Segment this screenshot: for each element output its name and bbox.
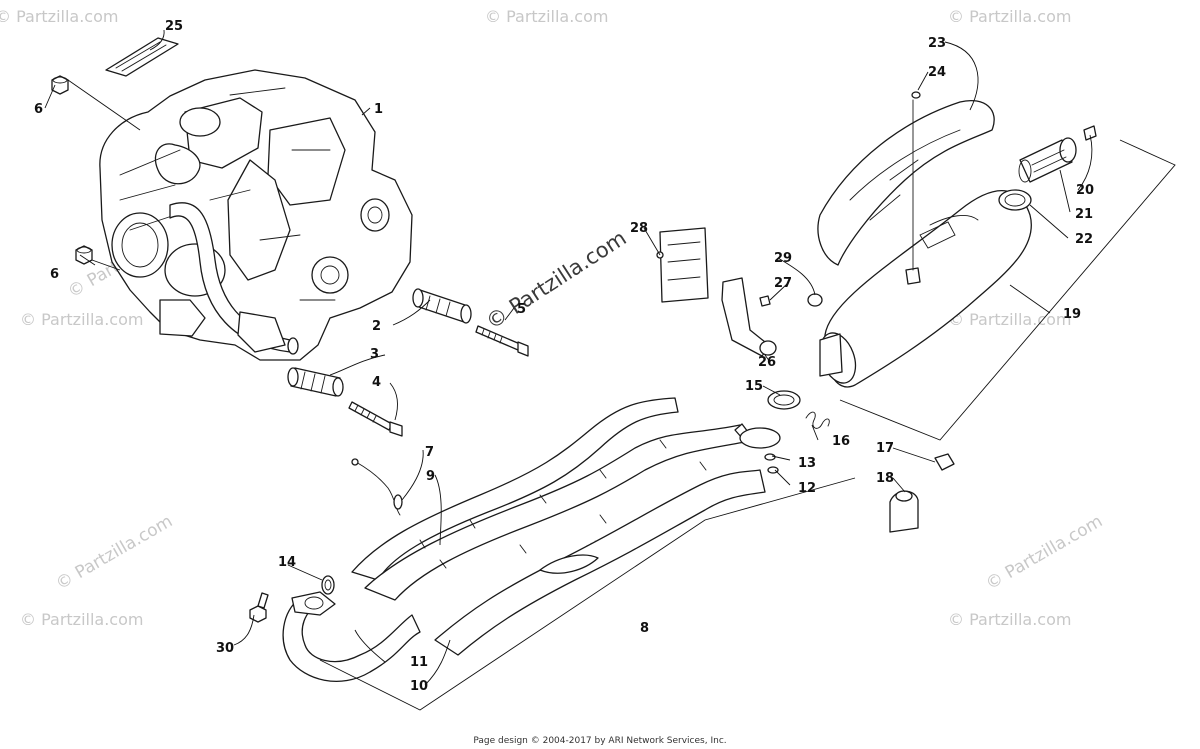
watermark-text: © Partzilla.com <box>20 610 143 629</box>
callout-label: 20 <box>1076 183 1094 198</box>
callout-label: 5 <box>517 302 526 317</box>
mounting-bracket-part <box>656 227 823 357</box>
callout-label: 13 <box>798 456 816 471</box>
callout-label: 10 <box>410 679 428 694</box>
callout-label: 14 <box>278 555 296 570</box>
bolt-part <box>348 325 529 437</box>
watermark-text: © Partzilla.com <box>948 610 1071 629</box>
gasket-part <box>321 575 335 595</box>
heat-shield-part <box>817 91 995 285</box>
grouping-lines <box>319 139 1176 711</box>
callout-label: 7 <box>425 445 434 460</box>
watermark-text: © Partzilla.com <box>983 511 1107 594</box>
page-footer: Page design © 2004-2017 by ARI Network S… <box>473 736 727 746</box>
callout-label: 2 <box>372 319 381 334</box>
watermark-text: © Partzilla.com <box>20 310 143 329</box>
decal-label-part <box>105 37 179 77</box>
callout-label: 12 <box>798 481 816 496</box>
watermark-text: © Partzilla.com <box>485 7 608 26</box>
callout-label: 25 <box>165 19 183 34</box>
header-pipe-assembly <box>282 397 766 682</box>
nut-part <box>51 75 93 265</box>
callout-label: 9 <box>426 469 435 484</box>
callout-label: 26 <box>758 355 776 370</box>
callout-label: 15 <box>745 379 763 394</box>
callout-label: 16 <box>832 434 850 449</box>
callout-label: 30 <box>216 641 234 656</box>
callout-label: 23 <box>928 36 946 51</box>
callout-label: 22 <box>1075 232 1093 247</box>
exhaust-sleeve-part <box>287 288 472 397</box>
callout-label: 6 <box>34 102 43 117</box>
callout-label: 27 <box>774 276 792 291</box>
watermark-text: © Partzilla.com <box>53 511 177 594</box>
muffler-assembly <box>819 125 1097 388</box>
callout-label: 28 <box>630 221 648 236</box>
callout-label: 4 <box>372 375 381 390</box>
callout-label: 8 <box>640 621 649 636</box>
mount-isolator-part <box>889 453 955 533</box>
callout-numbers: 1 2 3 4 5 6 6 7 8 9 10 11 12 13 14 15 16… <box>34 19 1094 694</box>
callout-label: 21 <box>1075 207 1093 222</box>
leader-lines <box>44 29 1093 686</box>
callout-label: 11 <box>410 655 428 670</box>
callout-label: 6 <box>50 267 59 282</box>
callout-label: 17 <box>876 441 894 456</box>
bolt-part <box>249 592 269 623</box>
watermark-center-text: © Partzilla.com <box>482 226 631 334</box>
watermark-text: © Partzilla.com <box>948 310 1071 329</box>
callout-label: 19 <box>1063 307 1081 322</box>
callout-label: 29 <box>774 251 792 266</box>
watermark-text: © Partzilla.com <box>948 7 1071 26</box>
callout-label: 18 <box>876 471 894 486</box>
callout-label: 1 <box>374 102 383 117</box>
callout-label: 24 <box>928 65 946 80</box>
callout-label: 3 <box>370 347 379 362</box>
engine-assembly <box>99 69 413 361</box>
watermark-text: © Partzilla.com <box>0 7 118 26</box>
